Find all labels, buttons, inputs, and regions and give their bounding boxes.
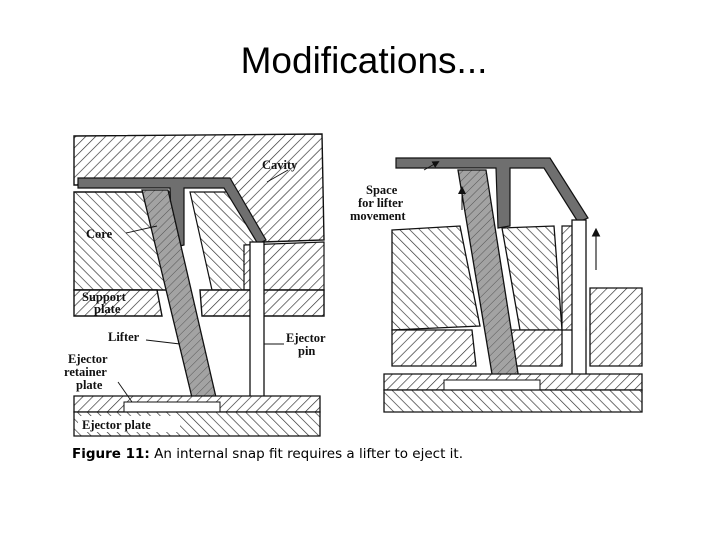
label-support-plate-1: Support: [82, 290, 127, 304]
right-support-plate: [391, 329, 477, 367]
left-lifter-slot: [123, 401, 221, 413]
label-space-3: movement: [350, 209, 406, 223]
label-retainer-1: Ejector: [68, 352, 108, 366]
label-ejector-plate: Ejector plate: [82, 418, 151, 432]
figure-11-diagram: Cavity Core Support plate Lifter Ejector…: [62, 130, 648, 444]
slide-title: Modifications...: [240, 40, 488, 81]
caption-text: An internal snap fit requires a lifter t…: [154, 446, 463, 462]
label-support-plate-2: plate: [94, 302, 121, 316]
label-ejector-plate-bg: [78, 416, 180, 432]
label-space-2: for lifter: [358, 196, 404, 210]
figure-caption: Figure 11: An internal snap fit requires…: [72, 446, 672, 462]
label-retainer-2: retainer: [64, 365, 107, 379]
label-ejector-pin-2: pin: [298, 344, 315, 358]
caption-label: Figure 11:: [72, 446, 150, 462]
right-ejector-plate: [383, 389, 643, 413]
right-core-left: [391, 225, 481, 331]
label-space-1: Space: [366, 183, 398, 197]
label-ejector-pin-1: Ejector: [286, 331, 326, 345]
right-lifter-slot: [443, 379, 541, 391]
right-assembly: Space for lifter movement: [350, 157, 643, 413]
right-support-plate-right: [509, 329, 563, 367]
label-cavity: Cavity: [262, 158, 298, 172]
left-assembly: Cavity Core Support plate Lifter Ejector…: [64, 133, 326, 437]
label-core: Core: [86, 227, 113, 241]
right-ejector-pin: [571, 219, 587, 381]
label-lifter: Lifter: [108, 330, 140, 344]
space-leader-arrow: [423, 161, 440, 171]
right-side-block: [589, 287, 643, 367]
left-support-plate: [73, 289, 163, 317]
right-molded-part: [395, 157, 589, 229]
label-retainer-3: plate: [76, 378, 103, 392]
left-ejector-pin: [249, 241, 265, 405]
